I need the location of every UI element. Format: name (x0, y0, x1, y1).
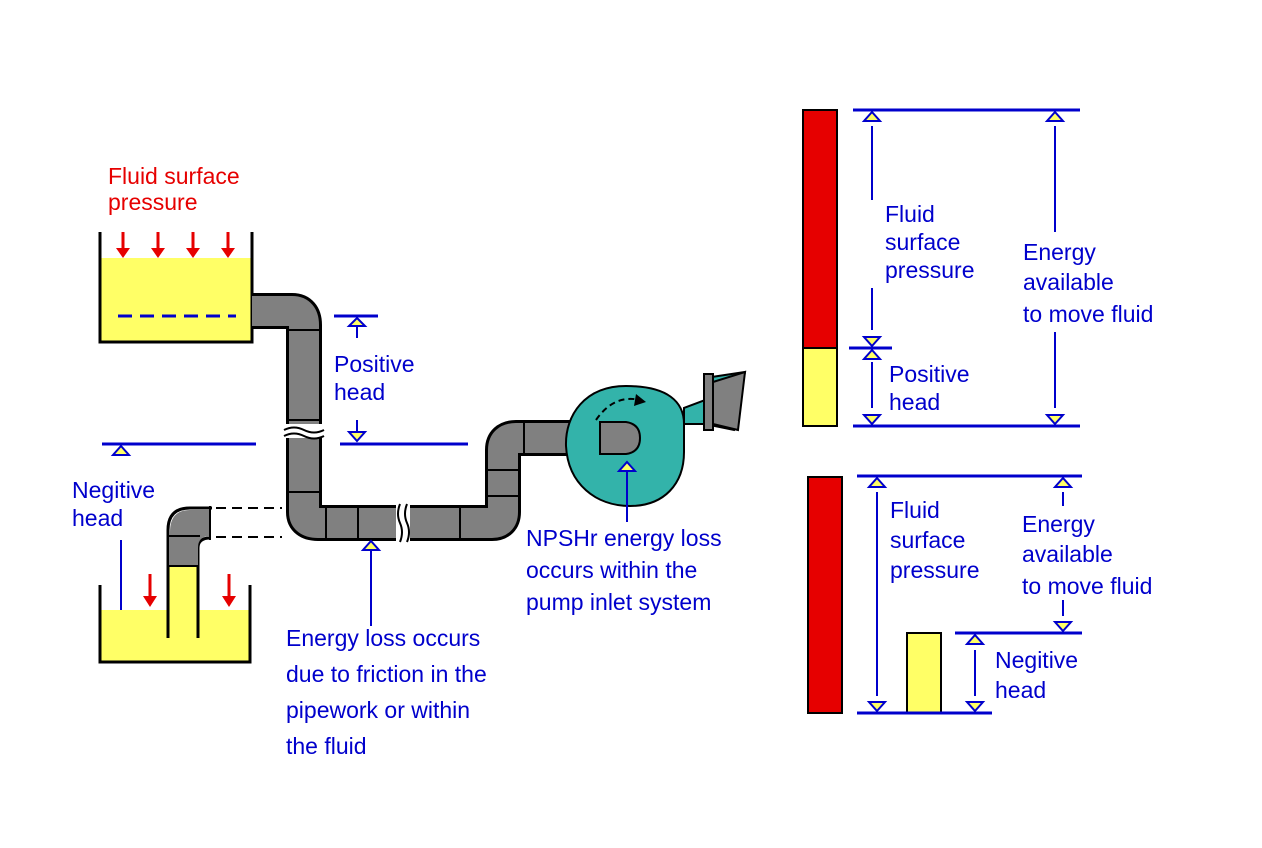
negative-head-bar-segment (906, 632, 942, 714)
positive-head-bar-segment (802, 347, 838, 427)
bottom-negative-head-label: Negitive head (995, 647, 1085, 703)
friction-loss-label: Energy loss occurs due to friction in th… (286, 625, 493, 759)
lower-surface-pressure-arrows (143, 574, 236, 607)
surface-pressure-label: Fluid surface pressure (108, 163, 246, 215)
bottom-energy-available-label: Energy available to move fluid (1022, 511, 1152, 599)
friction-loss-arrow (360, 539, 382, 551)
surface-pressure-arrows (116, 232, 235, 258)
bottom-surface-pressure-label: Fluid surface pressure (890, 497, 979, 583)
surface-pressure-bar-segment (802, 109, 838, 349)
upper-tank (98, 232, 254, 344)
positive-head-energy-bar (802, 109, 838, 427)
positive-head-label: Positive head (334, 351, 421, 405)
lower-tank (98, 506, 252, 664)
suction-pipe (252, 293, 628, 546)
top-positive-head-label: Positive head (889, 361, 976, 415)
top-energy-available-label: Energy available to move fluid (1023, 239, 1153, 327)
centrifugal-pump (564, 370, 747, 508)
npshr-label: NPSHr energy loss occurs within the pump… (526, 525, 728, 615)
bottom-bar-dimension-arrows (866, 476, 1074, 713)
positive-head-marker (334, 314, 468, 446)
negative-head-label: Negitive head (72, 477, 162, 531)
top-surface-pressure-label: Fluid surface pressure (885, 201, 974, 283)
negative-head-energy-bar (807, 476, 942, 714)
negative-head-top-arrow (110, 444, 132, 456)
top-bar-dimension-arrows (861, 110, 1066, 426)
surface-pressure-bar-segment-2 (807, 476, 843, 714)
